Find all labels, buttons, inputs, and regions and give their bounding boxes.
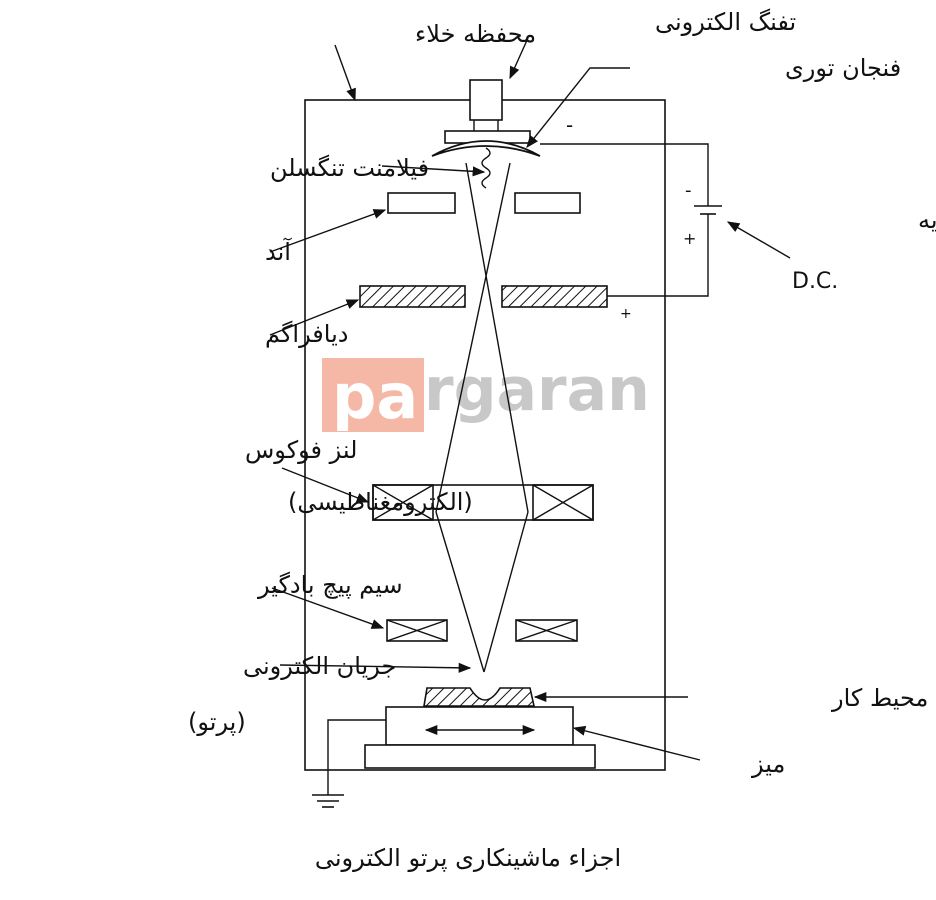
- label-tungsten-filament: فیلامنت تنگسلن: [270, 154, 429, 182]
- label-beam-line2: (پرتو): [188, 708, 246, 736]
- focus-lens: [372, 484, 594, 521]
- cup-polarity-sign: -: [566, 113, 573, 137]
- table-base: [364, 744, 596, 769]
- diaphragm-polarity-positive: +: [620, 306, 632, 322]
- diaphragm-left: [359, 285, 466, 308]
- deflection-coil-right: [515, 619, 578, 642]
- leader-lines: [269, 37, 791, 761]
- label-focus-lens-line2: (الکترومغناطیسی): [288, 488, 473, 516]
- beam-ray-c: [435, 511, 485, 673]
- focus-lens-cross-right-b: [532, 484, 594, 521]
- focus-lens-coil-right: [532, 484, 594, 521]
- anode-left: [387, 192, 456, 214]
- label-diaphragm: دیافراگم: [265, 320, 348, 348]
- electron-gun-body: [469, 79, 503, 121]
- label-beam-line1: جریان الکترونی: [243, 652, 396, 680]
- ground-symbol: [312, 794, 344, 808]
- leader-diaphragm: [269, 299, 360, 336]
- supply-return-wire: [607, 214, 709, 297]
- label-anode: آند: [265, 237, 292, 266]
- supply-polarity-positive: +: [683, 229, 696, 248]
- watermark: pa rgaran: [322, 355, 650, 433]
- beam-ray-a: [465, 162, 529, 513]
- deflection-cross-left-b: [386, 619, 448, 642]
- leader-table: [572, 725, 701, 761]
- label-bias-cup: فنجان توری: [785, 54, 901, 82]
- leader-anode: [269, 209, 387, 253]
- leader-vacuum-chamber: [334, 44, 356, 102]
- leader-filament: [381, 165, 486, 177]
- workpiece: [423, 687, 535, 707]
- label-power-supply: منبع تغذیه: [918, 206, 936, 234]
- label-focus-lens-line1: لنز فوکوس: [245, 436, 357, 464]
- focus-lens-coil-left: [372, 484, 434, 521]
- diagram-caption: اجزاء ماشینکاری پرتو الکترونی: [315, 844, 621, 872]
- diaphragm-right: [501, 285, 608, 308]
- label-electron-gun: تفنگ الکترونی: [655, 8, 796, 36]
- label-workpiece: محیط کار: [831, 684, 928, 712]
- supply-wire: [540, 143, 709, 206]
- leader-electron-gun: [509, 37, 529, 80]
- deflection-cross-right-b: [515, 619, 578, 642]
- ground-wire: [327, 719, 386, 795]
- anode-right: [514, 192, 581, 214]
- table-top: [385, 706, 574, 746]
- bias-cup: [431, 140, 541, 157]
- deflection-coil-left: [386, 619, 448, 642]
- label-vacuum-chamber: محفظه خلاء: [415, 20, 536, 48]
- leader-beam: [279, 662, 472, 673]
- deflection-coil: [386, 619, 578, 642]
- leader-power-supply: [726, 221, 791, 259]
- tungsten-filament: [481, 147, 491, 189]
- beam-ray-b: [435, 162, 511, 513]
- leader-focus-lens: [281, 467, 370, 503]
- focus-lens-cross-left-b: [372, 484, 434, 521]
- electron-beam: [435, 162, 529, 673]
- leader-deflection-coil: [271, 587, 385, 629]
- label-dc: D.C.: [792, 269, 838, 294]
- label-deflection-coil: سیم پیچ بادگیر: [257, 571, 403, 599]
- leader-bias-cup: [526, 67, 630, 148]
- label-table: میز: [751, 750, 785, 778]
- beam-ray-d: [483, 511, 529, 673]
- watermark-text-pa: pa: [332, 360, 418, 433]
- supply-polarity-negative: -: [685, 180, 692, 201]
- watermark-text-rgaran: rgaran: [424, 355, 650, 425]
- watermark-accent-block: [322, 358, 424, 432]
